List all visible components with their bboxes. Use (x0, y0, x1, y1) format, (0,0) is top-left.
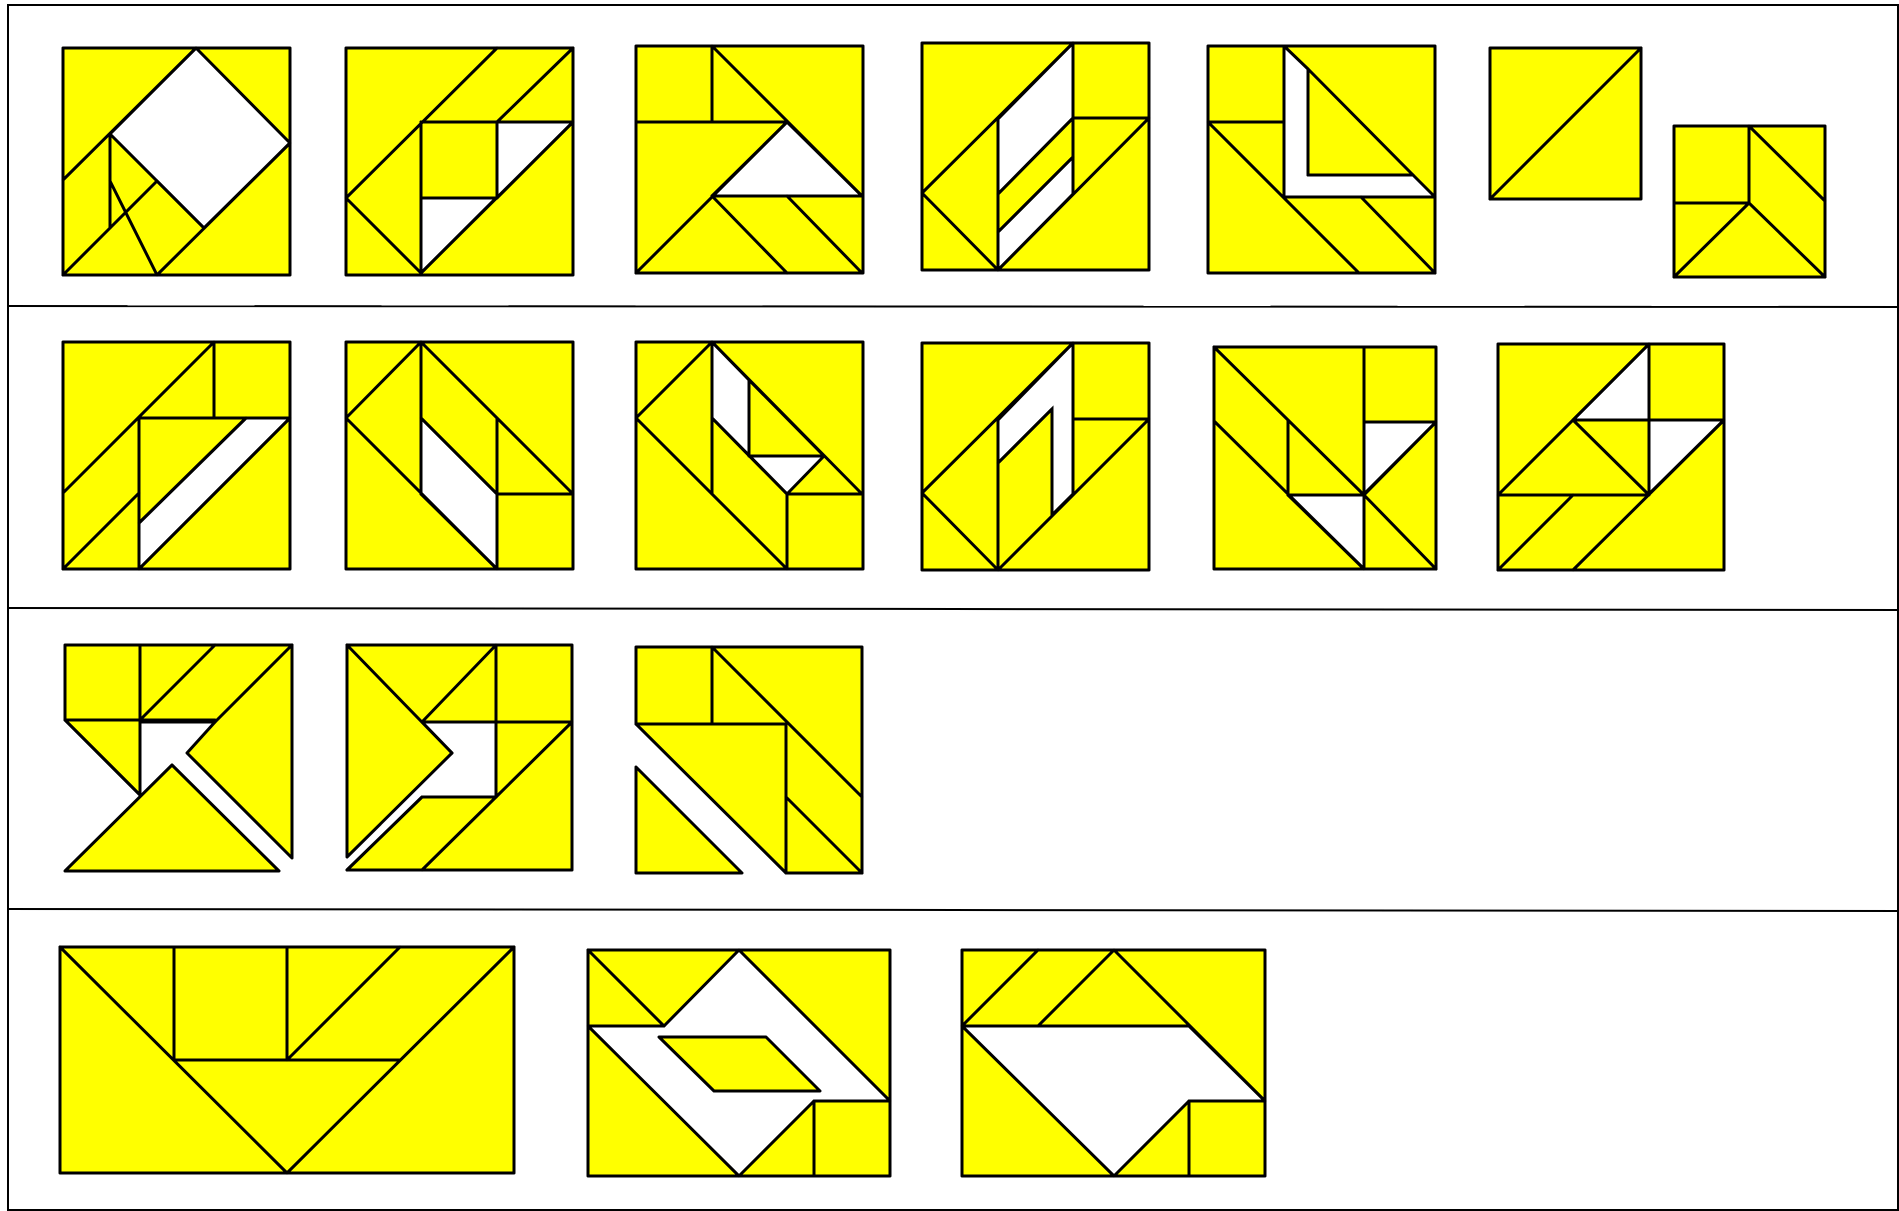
tangram-figure-2-2 (346, 342, 573, 569)
tangram-figure-2-3 (636, 342, 863, 569)
tangram-figure-3-1 (65, 645, 292, 871)
row-separator (8, 608, 1898, 610)
row-separator (8, 306, 1898, 307)
tangram-figure-1-6 (1490, 48, 1641, 199)
tangram-figure-2-1 (63, 342, 290, 569)
tangram-figure-3-2 (347, 645, 572, 870)
tangram-figure-4-3 (962, 950, 1265, 1176)
tangram-figure-2-4 (922, 343, 1149, 570)
tangram-figure-1-5 (1208, 46, 1435, 273)
tangram-figure-4-2 (588, 950, 890, 1176)
tangram-figure-2-5 (1214, 347, 1436, 569)
tangram-figure-1-4 (922, 43, 1149, 270)
tangram-figure-2-6 (1498, 344, 1724, 570)
tangram-figure-1-2 (346, 48, 573, 275)
tangram-figure-4-1 (60, 947, 514, 1173)
tangram-figure-1-1 (63, 48, 290, 275)
tangram-figure-1-7 (1674, 126, 1825, 277)
tangram-figure-3-3 (636, 647, 862, 873)
tangram-figure-1-3 (636, 46, 863, 273)
row-separator (8, 909, 1898, 911)
